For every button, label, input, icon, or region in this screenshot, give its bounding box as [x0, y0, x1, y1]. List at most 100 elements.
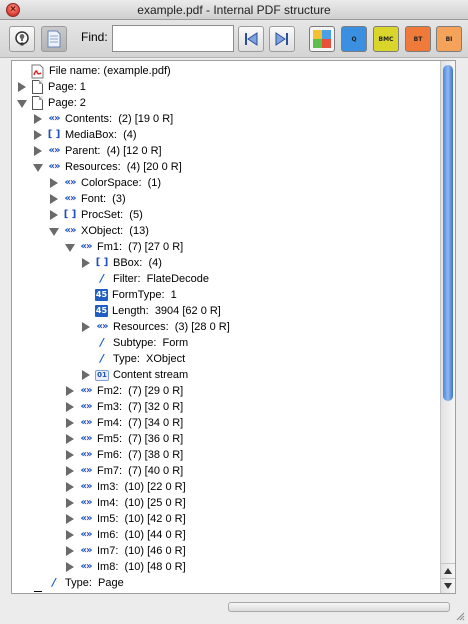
- dictionary-icon: «»: [48, 113, 61, 124]
- tree-row[interactable]: [ ]MediaBox: (4): [32, 127, 137, 143]
- inspect-button[interactable]: [9, 26, 35, 52]
- tree-row-label: Font: (3): [81, 193, 126, 205]
- expand-triangle-icon[interactable]: [64, 529, 76, 541]
- tree-row[interactable]: «»ColorSpace: (1): [48, 175, 161, 191]
- tree-row[interactable]: «»Im4: (10) [25 0 R]: [64, 495, 186, 511]
- scrollbar-thumb[interactable]: [443, 65, 453, 401]
- puzzle-button[interactable]: [309, 26, 335, 52]
- tree-row-label: Resources: (4) [20 0 R]: [65, 161, 182, 173]
- expand-triangle-icon[interactable]: [64, 481, 76, 493]
- find-next-button[interactable]: [269, 26, 295, 52]
- document-view-button[interactable]: [41, 26, 67, 52]
- tree-row[interactable]: /Type: XObject: [80, 351, 185, 367]
- expand-triangle-icon[interactable]: [64, 545, 76, 557]
- tree-row[interactable]: File name: (example.pdf): [16, 63, 171, 79]
- q-button[interactable]: Q: [341, 26, 367, 52]
- bi-button[interactable]: BI: [436, 26, 462, 52]
- tree-row[interactable]: «»Im3: (10) [22 0 R]: [64, 479, 186, 495]
- stream-icon: 01: [95, 369, 109, 381]
- tree-spacer: [80, 305, 92, 317]
- expand-triangle-icon[interactable]: [80, 257, 92, 269]
- collapse-triangle-icon[interactable]: [32, 161, 44, 173]
- tree-row[interactable]: Page: 1: [16, 79, 86, 95]
- expand-triangle-icon[interactable]: [64, 465, 76, 477]
- tree-row[interactable]: «»Fm5: (7) [36 0 R]: [64, 431, 183, 447]
- dictionary-icon: «»: [80, 465, 93, 476]
- tree-row[interactable]: «»Im7: (10) [46 0 R]: [64, 543, 186, 559]
- collapse-triangle-icon[interactable]: [48, 225, 60, 237]
- scroll-down-arrow[interactable]: [441, 578, 455, 592]
- tree-row[interactable]: «»Fm6: (7) [38 0 R]: [64, 447, 183, 463]
- tree-row[interactable]: «»Im6: (10) [44 0 R]: [64, 527, 186, 543]
- expand-triangle-icon[interactable]: [64, 497, 76, 509]
- expand-triangle-icon[interactable]: [64, 433, 76, 445]
- vertical-scrollbar[interactable]: [440, 61, 455, 593]
- tree-row-label: Subtype: Form: [113, 337, 189, 349]
- pdf-structure-tree[interactable]: /Type: Page«»Im8: (10) [48 0 R]«»Im7: (1…: [11, 60, 456, 594]
- tree-row[interactable]: «»Fm7: (7) [40 0 R]: [64, 463, 183, 479]
- tree-row[interactable]: «»Fm4: (7) [34 0 R]: [64, 415, 183, 431]
- expand-triangle-icon[interactable]: [64, 417, 76, 429]
- tree-row[interactable]: «»Fm2: (7) [29 0 R]: [64, 383, 183, 399]
- tree-row[interactable]: [ ]ProcSet: (5): [48, 207, 143, 223]
- collapse-triangle-icon[interactable]: [16, 97, 28, 109]
- expand-triangle-icon[interactable]: [32, 113, 44, 125]
- dictionary-icon: «»: [64, 193, 77, 204]
- tree-row[interactable]: «»Fm3: (7) [32 0 R]: [64, 399, 183, 415]
- tree-row-label: Resources: (3) [28 0 R]: [113, 321, 230, 333]
- tree-row[interactable]: «»XObject: (13): [48, 223, 149, 239]
- collapse-triangle-icon[interactable]: [64, 241, 76, 253]
- expand-triangle-icon[interactable]: [48, 193, 60, 205]
- tree-row[interactable]: «»Im5: (10) [42 0 R]: [64, 511, 186, 527]
- expand-triangle-icon[interactable]: [80, 369, 92, 381]
- resize-grip-icon[interactable]: [455, 611, 465, 621]
- expand-triangle-icon[interactable]: [48, 177, 60, 189]
- expand-triangle-icon[interactable]: [64, 401, 76, 413]
- tree-row-label: ColorSpace: (1): [81, 177, 162, 189]
- tree-row[interactable]: /Subtype: Form: [80, 335, 188, 351]
- tree-row[interactable]: «»Fm1: (7) [27 0 R]: [64, 239, 183, 255]
- expand-triangle-icon[interactable]: [16, 81, 28, 93]
- expand-triangle-icon[interactable]: [80, 321, 92, 333]
- expand-triangle-icon[interactable]: [64, 561, 76, 573]
- find-next-icon: [275, 32, 288, 46]
- tree-row[interactable]: «»Im8: (10) [48 0 R]: [64, 559, 186, 575]
- bmc-button[interactable]: BMC: [373, 26, 399, 52]
- expand-triangle-icon[interactable]: [64, 513, 76, 525]
- tree-row[interactable]: «» Contents: (2) [19 0 R]: [32, 111, 173, 127]
- tree-row-label: Filter: FlateDecode: [113, 273, 209, 285]
- tree-row[interactable]: /Filter: FlateDecode: [80, 271, 209, 287]
- number-icon: 45: [95, 289, 108, 301]
- expand-triangle-icon[interactable]: [32, 145, 44, 157]
- tree-row-label: BBox: (4): [113, 257, 162, 269]
- tree-row-label: Im3: (10) [22 0 R]: [97, 481, 186, 493]
- tree-row-label: File name: (example.pdf): [49, 65, 171, 77]
- tree-row[interactable]: Page: 2: [16, 95, 86, 111]
- dictionary-icon: «»: [80, 241, 93, 252]
- tree-row-label: Im8: (10) [48 0 R]: [97, 561, 186, 573]
- tree-row[interactable]: /Type: Page: [32, 575, 124, 591]
- find-input[interactable]: [112, 25, 234, 52]
- expand-triangle-icon[interactable]: [48, 209, 60, 221]
- tree-row-label: Contents: (2) [19 0 R]: [65, 113, 174, 125]
- close-window-button[interactable]: ×: [6, 3, 20, 17]
- tree-row[interactable]: «»Resources: (3) [28 0 R]: [80, 319, 230, 335]
- expand-triangle-icon[interactable]: [32, 129, 44, 141]
- find-previous-button[interactable]: [238, 26, 264, 52]
- array-icon: [ ]: [63, 209, 77, 220]
- expand-triangle-icon[interactable]: [64, 449, 76, 461]
- dictionary-icon: «»: [80, 449, 93, 460]
- tree-spacer: [80, 337, 92, 349]
- page-icon: [32, 80, 43, 94]
- scroll-up-arrow[interactable]: [441, 563, 455, 577]
- puzzle-icon: [313, 30, 331, 48]
- tree-row[interactable]: [ ]BBox: (4): [80, 255, 162, 271]
- tree-row[interactable]: «» Font: (3): [48, 191, 126, 207]
- tree-row[interactable]: «»Resources: (4) [20 0 R]: [32, 159, 182, 175]
- bt-button[interactable]: BT: [405, 26, 431, 52]
- expand-triangle-icon[interactable]: [64, 385, 76, 397]
- tree-row[interactable]: «»Parent: (4) [12 0 R]: [32, 143, 162, 159]
